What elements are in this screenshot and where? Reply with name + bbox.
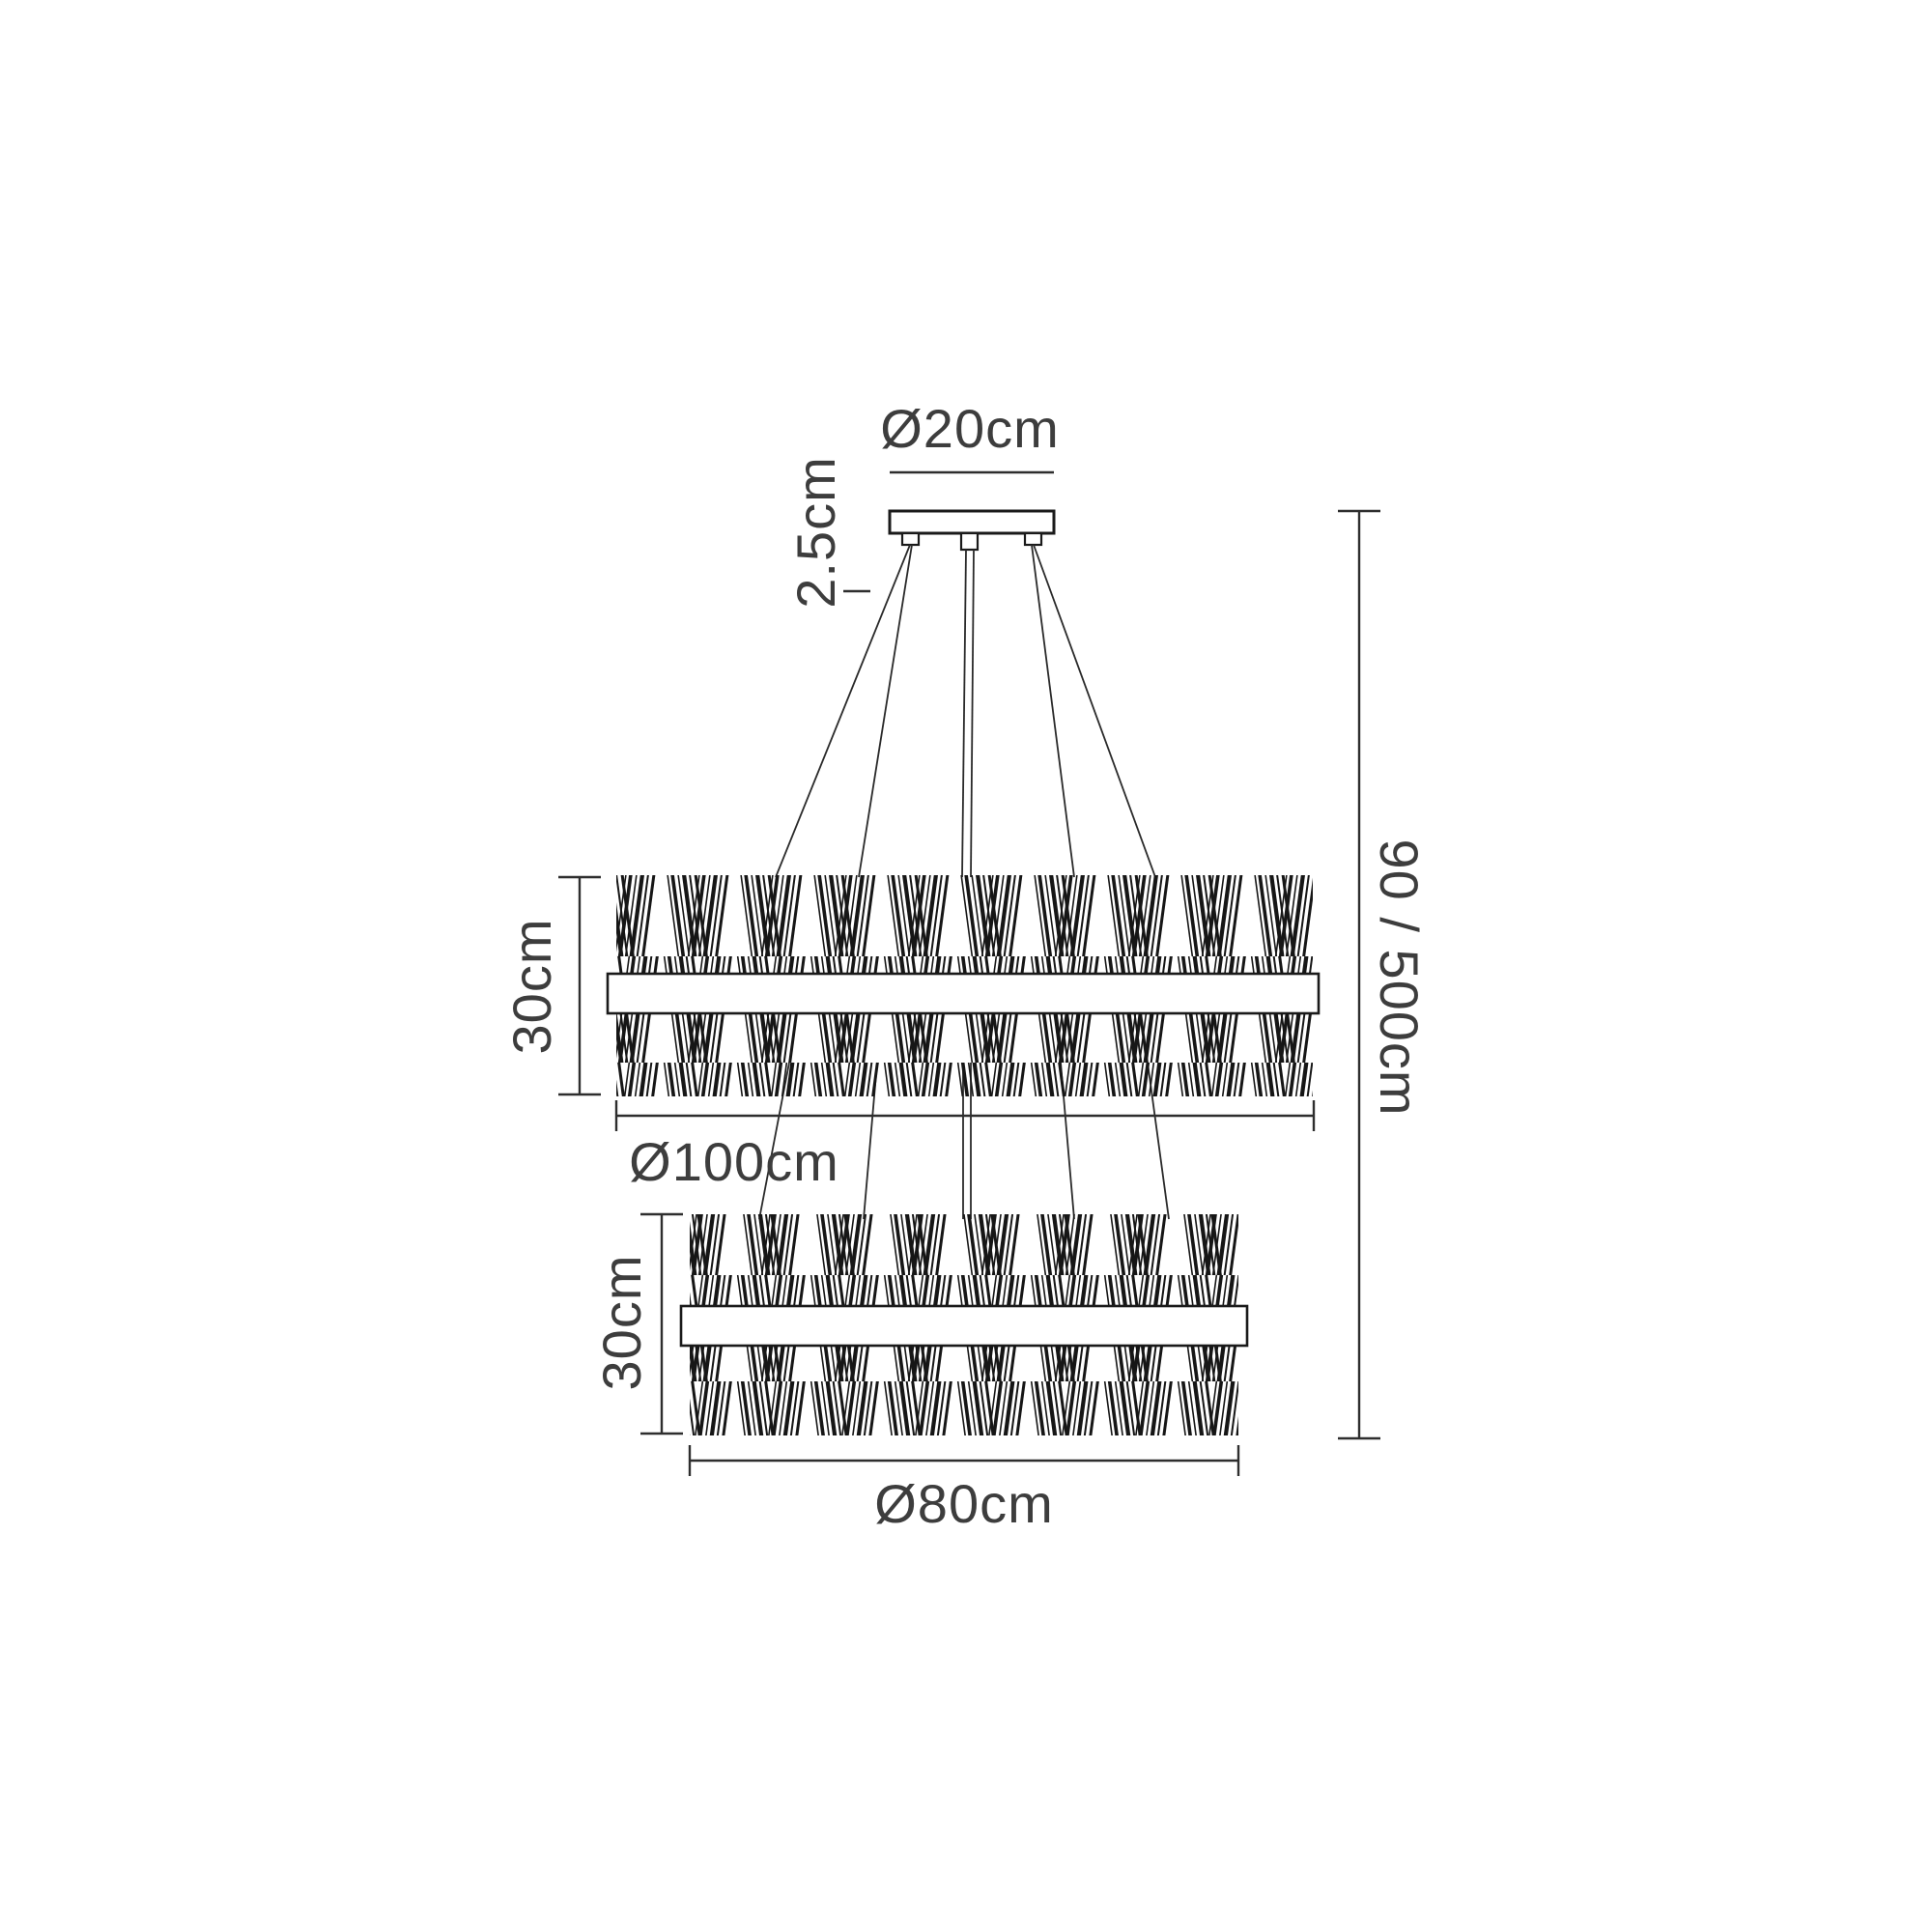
lower-tier <box>679 1214 1249 1435</box>
overall-drop-dimension-line <box>1338 509 1380 1440</box>
lower-tier-crystals-top <box>690 1214 1238 1306</box>
upper-tier <box>606 875 1321 1096</box>
lower-tier-crystals-bottom <box>690 1346 1238 1435</box>
ceiling-canopy <box>888 509 1056 552</box>
lower-tier-diameter-dimension-line <box>688 1445 1240 1476</box>
upper-tier-height-label: 30cm <box>501 918 562 1055</box>
lower-tier-height-label: 30cm <box>591 1254 652 1391</box>
overall-drop-label: 90 / 500cm <box>1369 838 1430 1117</box>
canopy-height-label: 2.5cm <box>785 456 846 609</box>
upper-tier-band <box>606 972 1321 1015</box>
lower-tier-height-dimension-line <box>640 1212 683 1435</box>
upper-tier-diameter-dimension-line <box>614 1100 1316 1131</box>
upper-tier-crystals-bottom <box>616 1013 1313 1096</box>
suspension-wires <box>775 544 1156 878</box>
lower-tier-band <box>679 1304 1249 1348</box>
upper-tier-height-dimension-line <box>558 875 601 1096</box>
lower-tier-diameter-label: Ø80cm <box>874 1473 1054 1534</box>
upper-tier-diameter-label: Ø100cm <box>629 1131 839 1192</box>
canopy-diameter-label: Ø20cm <box>880 398 1060 459</box>
upper-tier-crystals-top <box>616 875 1313 974</box>
